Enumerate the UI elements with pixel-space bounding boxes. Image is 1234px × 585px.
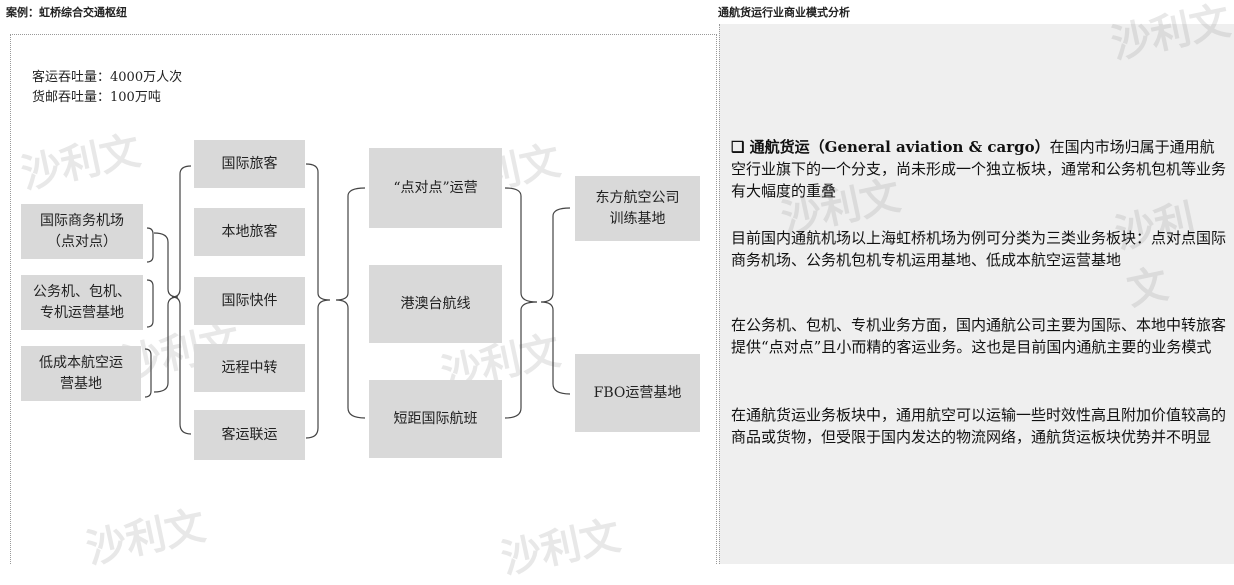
node-hk-macao-taiwan: 港澳台航线 xyxy=(369,265,502,343)
node-international-express: 国际快件 xyxy=(194,277,305,325)
node-local-passengers: 本地旅客 xyxy=(194,208,305,256)
left-header: 案例：虹桥综合交通枢纽 xyxy=(6,6,127,19)
paragraph-3: 在公务机、包机、专机业务方面，国内通航公司主要为国际、本地中转旅客提供“点对点”… xyxy=(731,316,1227,356)
node-international-passengers: 国际旅客 xyxy=(194,140,305,188)
cargo-throughput: 货邮吞吐量：100万吨 xyxy=(32,90,161,105)
right-header: 通航货运行业商业模式分析 xyxy=(718,6,850,19)
node-business-jet-base: 公务机、包机、 专机运营基地 xyxy=(21,275,143,330)
passenger-throughput: 客运吞吐量：4000万人次 xyxy=(32,70,183,85)
paragraph-1-body: 在国内市场归属于通用航空行业旗下的一个分支，尚未形成一个独立板块，通常和公务机包… xyxy=(731,138,1227,200)
node-fbo-base: FBO运营基地 xyxy=(575,354,700,432)
node-long-haul-transfer: 远程中转 xyxy=(194,344,305,392)
paragraph-1-heading: ❑ 通航货运（General aviation & cargo） xyxy=(731,138,1050,156)
node-point-to-point: “点对点”运营 xyxy=(369,148,502,228)
node-training-base: 东方航空公司 训练基地 xyxy=(575,176,700,241)
description-panel xyxy=(719,24,1234,564)
node-low-cost-base: 低成本航空运 营基地 xyxy=(21,346,141,401)
paragraph-4: 在通航货运业务板块中，通用航空可以运输一些时效性高且附加价值较高的商品或货物，但… xyxy=(731,406,1227,446)
paragraph-1: ❑ 通航货运（General aviation & cargo）在国内市场归属于… xyxy=(731,136,1226,202)
node-international-business-airport: 国际商务机场 （点对点） xyxy=(21,204,143,259)
node-short-international: 短距国际航班 xyxy=(369,380,502,458)
node-passenger-intermodal: 客运联运 xyxy=(194,410,305,460)
paragraph-2: 目前国内通航机场以上海虹桥机场为例可分类为三类业务板块：点对点国际商务机场、公务… xyxy=(731,229,1227,269)
diagram-panel xyxy=(10,34,717,564)
